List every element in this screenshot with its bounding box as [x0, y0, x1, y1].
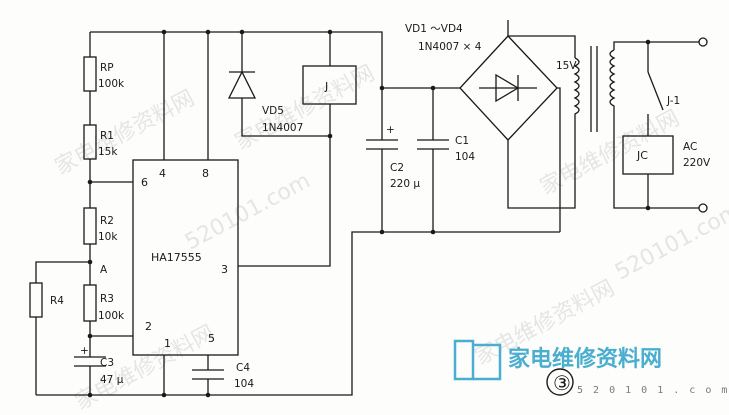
ic-pin-4: 4: [159, 167, 166, 180]
terminal-top: [698, 37, 708, 47]
relay-contact-j1: J-1: [645, 39, 680, 136]
watermark-url-2: 520101.com: [611, 198, 729, 285]
r4-ref: R4: [50, 295, 64, 307]
watermark-url-1: 520101.com: [181, 168, 315, 255]
bridge-ref: VD1 ～VD4: [405, 23, 463, 35]
relay-ref: J: [324, 80, 328, 93]
resistor-rp: [83, 56, 97, 92]
capacitor-c2: + C2 220 μ: [366, 88, 420, 232]
r1-value: 15k: [98, 146, 118, 158]
transformer: 15V: [556, 41, 700, 209]
resistor-r2: [83, 207, 97, 245]
bias-network: + RP 100k R1 15k R2 10k A R3 100k R4 C3 …: [29, 32, 133, 395]
c2-value: 220 μ: [390, 178, 420, 190]
ic-ref: HA17555: [151, 251, 202, 264]
r1-ref: R1: [100, 130, 114, 142]
rp-ref: RP: [100, 62, 114, 74]
watermark-site-1: 家电维修资料网: [51, 86, 199, 180]
ic-pin-2: 2: [145, 320, 152, 333]
figure-number-circle: [546, 368, 574, 396]
logo-site-name: 家电维修资料网: [508, 346, 662, 372]
bridge-value: 1N4007 × 4: [418, 41, 482, 53]
watermark-site-3: 家电维修资料网: [536, 106, 684, 200]
mains-voltage: 220V: [683, 157, 711, 169]
r3-value: 100k: [98, 310, 125, 322]
ic-pin-3: 3: [221, 263, 228, 276]
logo-url: 5 2 0 1 0 1 . c o m: [577, 385, 729, 396]
positive-rail: [90, 31, 383, 88]
bridge-rectifier: VD1 ～VD4 1N4007 × 4: [405, 20, 576, 232]
ground-rail: [36, 231, 560, 396]
load-ref: JC: [636, 149, 648, 162]
mains-terminals: AC 220V: [683, 37, 711, 213]
ic-pin-8: 8: [202, 167, 209, 180]
c4-ref: C4: [236, 362, 250, 374]
c4-value: 104: [234, 378, 254, 390]
diode-vd5: VD5 1N4007: [227, 32, 330, 137]
relay-coil-j: J: [302, 32, 357, 105]
site-logo: 家电维修资料网 5 2 0 1 0 1 . c o m: [453, 339, 729, 396]
capacitor-c4: C4 104: [192, 362, 254, 395]
vd5-ref: VD5: [262, 105, 284, 117]
load-jc: JC: [622, 135, 674, 211]
ic-pin-1: 1: [164, 337, 171, 350]
r2-ref: R2: [100, 215, 114, 227]
rp-value: 100k: [98, 78, 125, 90]
c1-ref: C1: [455, 135, 469, 147]
c3-polarity: +: [80, 345, 89, 357]
ic-ha17555: HA17555 4 8 6 3 2 1 5: [132, 32, 331, 395]
mains-label: AC: [683, 141, 697, 153]
r3-ref: R3: [100, 293, 114, 305]
c3-ref: C3: [100, 357, 114, 369]
resistor-r4: [29, 282, 43, 318]
node-a-label: A: [100, 264, 108, 276]
ic-pin-5: 5: [208, 332, 215, 345]
r2-value: 10k: [98, 231, 118, 243]
ic-pin-6: 6: [141, 176, 148, 189]
watermark-site-5: 家电维修资料网: [71, 321, 219, 415]
figure-number: ③: [553, 371, 571, 395]
c1-value: 104: [455, 151, 475, 163]
logo-book-icon: [453, 339, 475, 381]
capacitor-c1: C1 104: [417, 88, 475, 232]
resistor-r3: [83, 284, 97, 322]
relay-contact-ref: J-1: [666, 95, 680, 107]
c2-ref: C2: [390, 162, 404, 174]
c3-value: 47 μ: [100, 374, 124, 386]
terminal-bottom: [698, 203, 708, 213]
vd5-value: 1N4007: [262, 122, 303, 134]
transformer-secondary: 15V: [556, 60, 577, 72]
c2-polarity: +: [386, 124, 395, 136]
